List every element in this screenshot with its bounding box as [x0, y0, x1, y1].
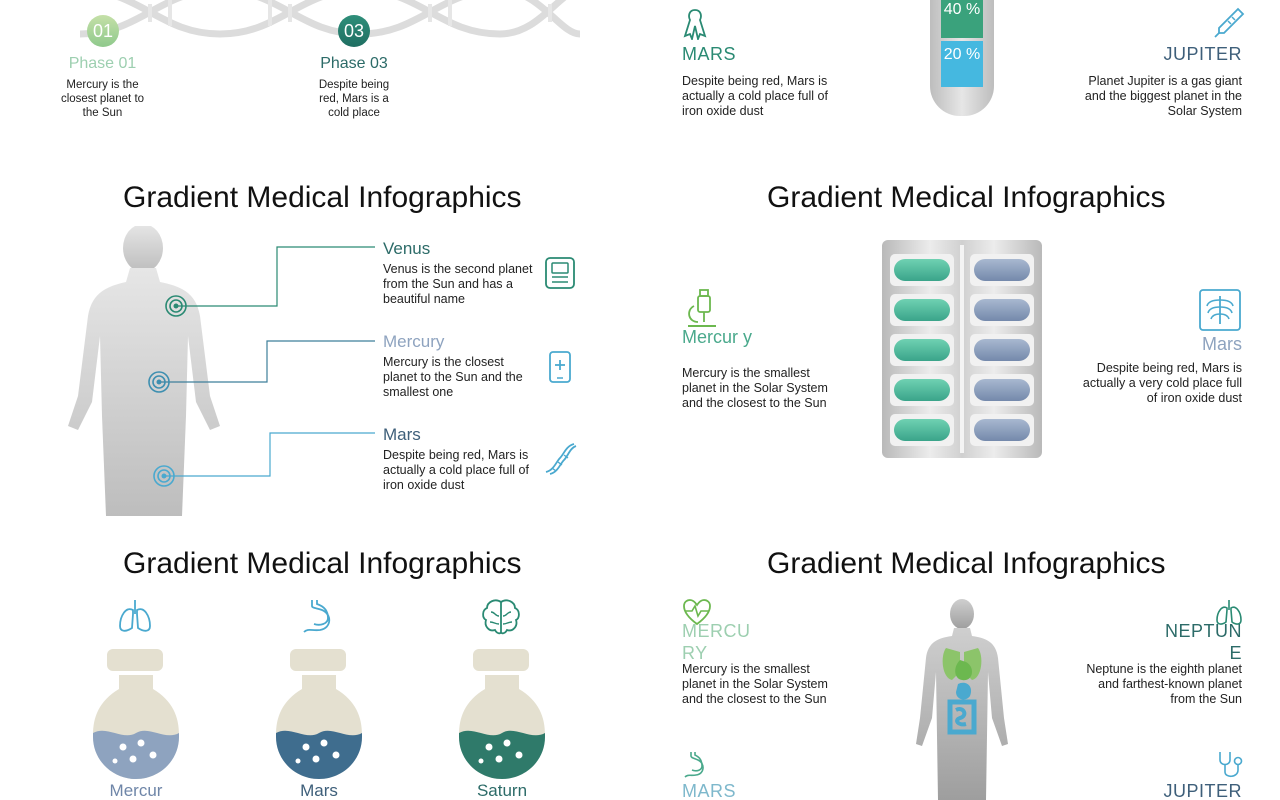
phase-3-badge: 03 [338, 15, 370, 47]
pill-slot [890, 414, 954, 446]
mobile-health-icon [549, 351, 571, 383]
neptune-heading: NEPTUN E [1164, 621, 1242, 663]
pill-blue [974, 339, 1030, 361]
flask-graphic [276, 649, 362, 779]
pill-blue [974, 259, 1030, 281]
pill-blue [974, 419, 1030, 441]
dna-icon [545, 443, 577, 475]
phase-3-text: Despite being red, Mars is a cold place [318, 79, 390, 119]
mercury-heading: Mercur y [682, 327, 753, 347]
pill-green [894, 379, 950, 401]
slide-title: Gradient Medical Infographics [123, 181, 522, 214]
mars-heading: MARS [682, 44, 737, 64]
mars-text: Despite being red, Mars is actually a co… [383, 448, 529, 492]
pill-slot [970, 254, 1034, 286]
brain-icon [482, 599, 520, 635]
mars-text: Despite being red, Mars is actually a co… [682, 74, 828, 118]
flask-graphic [459, 649, 545, 779]
pill-slot [970, 294, 1034, 326]
pill-slot [970, 334, 1034, 366]
pill-slot [970, 374, 1034, 406]
pill-green [894, 419, 950, 441]
mars-heading: Mars [383, 425, 421, 444]
slide-title: Gradient Medical Infographics [767, 547, 1166, 580]
phase-3-label: Phase 03 [320, 55, 388, 72]
ribbon-icon [683, 9, 707, 40]
mars-text: Despite being red, Mars is actually a ve… [1082, 361, 1242, 405]
stethoscope-icon [1219, 752, 1243, 778]
dna-helix-graphic [79, 0, 581, 38]
lungs-icon [119, 600, 151, 632]
jupiter-heading: JUPITER [1163, 44, 1242, 64]
mars-heading: Mars [1202, 334, 1242, 354]
stomach-icon [303, 600, 331, 633]
slide-title: Gradient Medical Infographics [123, 547, 522, 580]
target-mars-icon [153, 465, 175, 487]
pill-green [894, 339, 950, 361]
flask-graphic [93, 649, 179, 779]
flask: Mars [276, 649, 362, 800]
pill-slot [890, 254, 954, 286]
mars-heading: MARS [682, 781, 737, 800]
stomach-icon [684, 752, 704, 778]
heartbeat-icon [683, 599, 711, 626]
xray-icon [1199, 289, 1241, 331]
phase-1-badge: 01 [87, 15, 119, 47]
pill-blue [974, 379, 1030, 401]
phase-1-text: Mercury is the closest planet to the Sun [60, 79, 145, 119]
human-silhouette [68, 226, 220, 516]
neptune-text: Neptune is the eighth planet and farthes… [1086, 662, 1242, 706]
target-mercury-icon [148, 371, 170, 393]
pill-slot [890, 374, 954, 406]
pill-slot [890, 334, 954, 366]
target-venus-icon [165, 295, 187, 317]
flask-label: Saturn [476, 781, 528, 800]
human-organs-figure [916, 599, 1008, 800]
jupiter-text: Planet Jupiter is a gas giant and the bi… [1084, 74, 1242, 118]
phase-1-label: Phase 01 [68, 55, 137, 72]
medical-report-icon [545, 257, 575, 289]
tube-segment-40: 40 % [941, 0, 983, 38]
lungs-icon [1216, 600, 1242, 625]
connector-lines [160, 246, 375, 477]
venus-heading: Venus [383, 239, 431, 258]
thermometer-icon [1214, 7, 1245, 38]
slide-title: Gradient Medical Infographics [767, 181, 1166, 214]
jupiter-heading: JUPITER [1163, 781, 1242, 800]
mercury-heading: Mercury [383, 332, 445, 351]
tube-segment-20: 20 % [941, 41, 983, 87]
pill-slot [890, 294, 954, 326]
blister-divider [960, 245, 964, 453]
pill-slot [970, 414, 1034, 446]
microscope-icon [688, 289, 716, 327]
pill-green [894, 259, 950, 281]
venus-text: Venus is the second planet from the Sun … [383, 262, 533, 306]
mercury-text: Mercury is the smallest planet in the So… [682, 366, 828, 410]
pill-green [894, 299, 950, 321]
mercury-text: Mercury is the smallest planet in the So… [682, 662, 828, 706]
mercury-text: Mercury is the closest planet to the Sun… [383, 355, 523, 399]
mercury-heading: MERCU RY [682, 621, 751, 663]
flask-label: Mercur [109, 781, 163, 800]
pill-blue [974, 299, 1030, 321]
flask-label: Mars [300, 781, 338, 800]
flask: Mercur [93, 649, 179, 800]
flask: Saturn [459, 649, 545, 800]
